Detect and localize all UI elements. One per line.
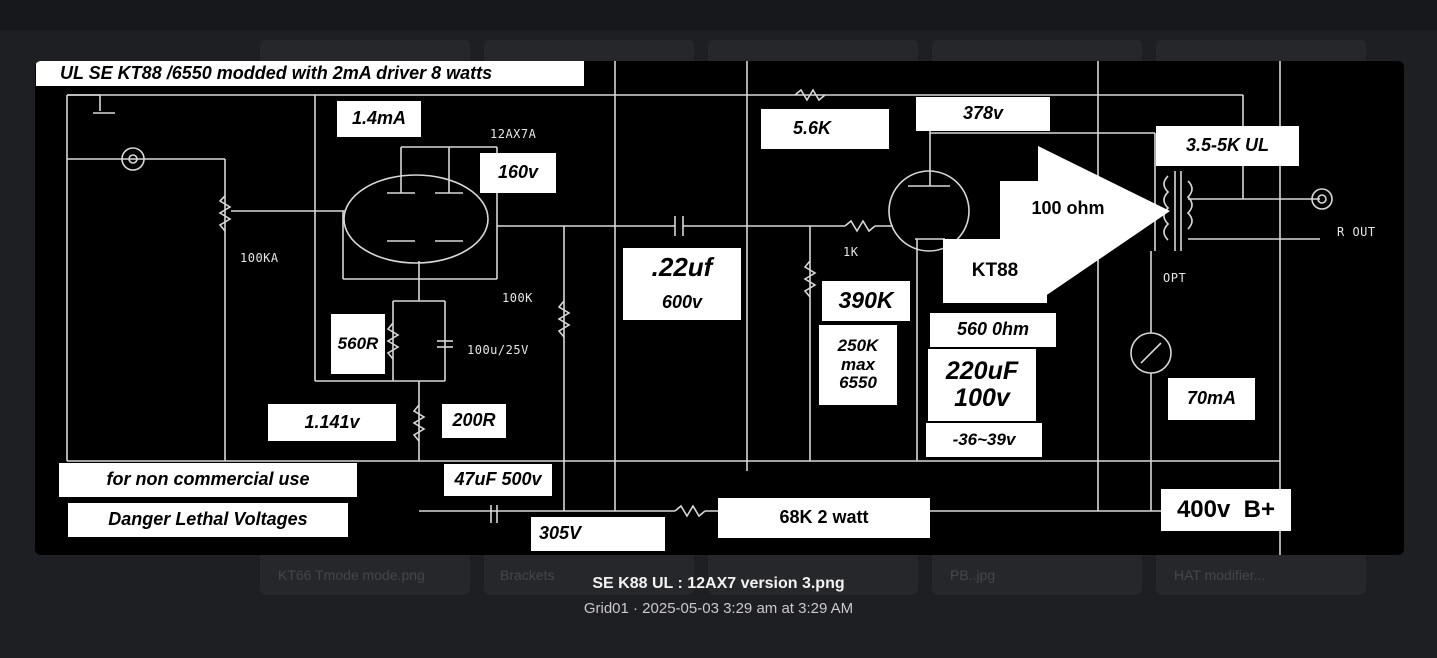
danger-note: Danger Lethal Voltages xyxy=(68,503,348,537)
supply-cap-label: 47uF 500v xyxy=(444,464,552,496)
opt-label: OPT xyxy=(1163,271,1187,285)
background-file-label: KT66 Tmode mode.png xyxy=(278,567,425,583)
grid-stopper2-label: 100 ohm xyxy=(1031,198,1105,219)
transformer-label: 3.5-5K UL xyxy=(1156,126,1299,166)
plate-resistor-label: 100K xyxy=(502,291,533,305)
image-meta: Grid01 · 2025-05-03 3:29 am at 3:29 AM xyxy=(583,600,854,617)
b-plus-label: 400v B+ xyxy=(1161,489,1291,531)
coupling-cap-value: .22uf xyxy=(623,248,741,286)
top-bar xyxy=(0,0,1437,30)
output-tube-label: KT88 xyxy=(943,239,1047,303)
background-file-label: HAT modifier... xyxy=(1174,567,1266,583)
grid-stopper-label: 1K xyxy=(843,245,859,259)
screen-resistor-label: 5.6K xyxy=(761,109,889,149)
coupling-cap-voltage: 600v xyxy=(623,286,741,320)
cathode-cap-label: 100u/25V xyxy=(467,343,529,357)
supply-voltage-label: 305V xyxy=(531,517,665,551)
dropper-resistor-label: 200R xyxy=(442,404,506,438)
supply-resistor-label: 68K 2 watt xyxy=(718,498,930,538)
output-voltage-label: 378v xyxy=(916,97,1050,131)
background-file-label: PB..jpg xyxy=(950,567,996,583)
license-note: for non commercial use xyxy=(59,463,357,497)
driver-tube-label: 12AX7A xyxy=(490,127,537,141)
plate-voltage-label: 160v xyxy=(480,153,556,193)
cathode-voltage-label: 1.141v xyxy=(268,404,396,441)
output-jack-label: R OUT xyxy=(1337,225,1376,239)
grid-resistor-label: 390K xyxy=(822,281,910,321)
background-file-label: Brackets xyxy=(500,567,555,583)
grid-resistor-note: 250K max 6550 xyxy=(819,325,897,405)
meter-current-label: 70mA xyxy=(1168,378,1255,420)
bias-voltage-label: -36~39v xyxy=(926,423,1042,457)
cathode-cap2-label: 220uF 100v xyxy=(928,349,1036,421)
cathode-resistor-label: 560R xyxy=(331,314,385,374)
cathode-resistor2-label: 560 0hm xyxy=(930,313,1056,347)
pot-label: 100KA xyxy=(240,251,279,265)
image-viewer[interactable]: UL SE KT88 /6550 modded with 2mA driver … xyxy=(35,61,1404,555)
schematic-title: UL SE KT88 /6550 modded with 2mA driver … xyxy=(36,61,584,86)
image-title: SE K88 UL : 12AX7 version 3.png xyxy=(592,575,845,592)
driver-current-label: 1.4mA xyxy=(337,101,421,137)
